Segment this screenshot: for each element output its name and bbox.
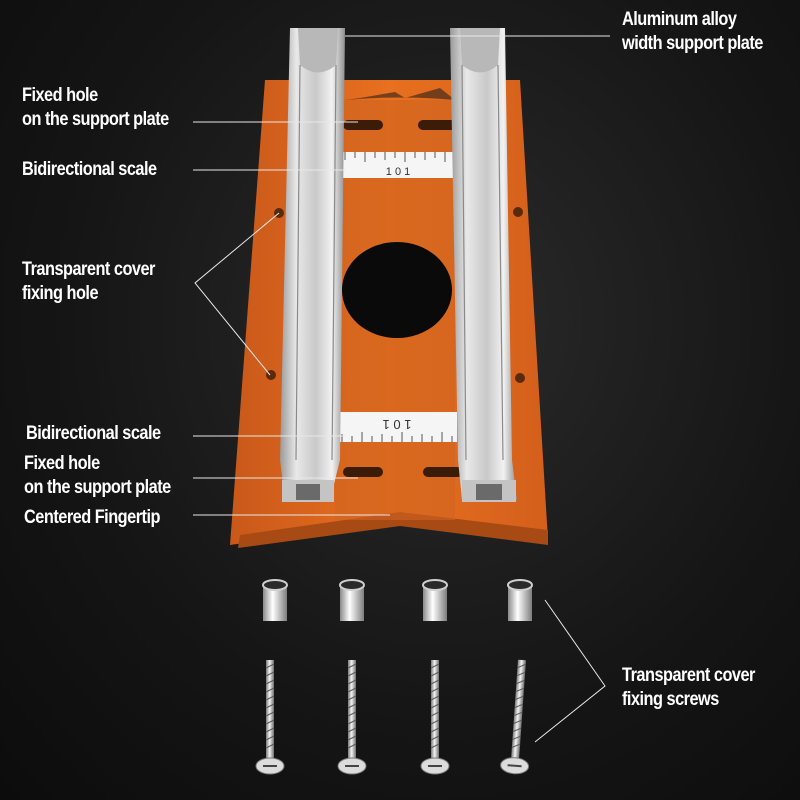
scale-bottom: 1 0 1	[337, 412, 457, 442]
callout-lines	[193, 35, 610, 743]
scale-top-text: 1 0 1	[386, 166, 410, 178]
label-line: Transparent cover	[22, 259, 155, 280]
fixed-hole-slot	[418, 120, 458, 130]
label-centered-fingertip: Centered Fingertip	[24, 506, 160, 530]
screws	[255, 659, 530, 775]
label-fixed-hole-top: Fixed hole on the support plate	[22, 84, 169, 132]
label-line: Fixed hole	[22, 85, 98, 106]
fixed-hole-slot	[423, 467, 463, 477]
label-line: Bidirectional scale	[22, 159, 157, 180]
sleeve	[262, 579, 288, 621]
label-transparent-cover-screws: Transparent cover fixing screws	[622, 664, 755, 712]
scale-top: 1 0 1	[340, 152, 455, 178]
rail-right	[450, 28, 517, 502]
sleeve	[507, 579, 533, 621]
cover-fixing-hole	[513, 207, 523, 217]
label-line: fixing screws	[622, 689, 719, 710]
callout-line-screws	[534, 599, 606, 743]
screw	[500, 659, 530, 775]
screw	[420, 660, 450, 775]
center-hole	[342, 242, 452, 338]
label-scale-top: Bidirectional scale	[22, 158, 157, 182]
fixed-hole-slot	[343, 467, 383, 477]
screw	[255, 660, 285, 775]
label-line: on the support plate	[24, 477, 171, 498]
label-line: width support plate	[622, 33, 763, 54]
rail-left	[280, 28, 345, 502]
label-transparent-cover-hole: Transparent cover fixing hole	[22, 258, 155, 306]
label-line: Aluminum alloy	[622, 9, 737, 30]
label-line: fixing hole	[22, 283, 99, 304]
label-scale-bottom: Bidirectional scale	[26, 422, 161, 446]
label-line: Transparent cover	[622, 665, 755, 686]
label-line: Fixed hole	[24, 453, 100, 474]
callout-line-transparent-hole	[194, 212, 280, 376]
label-fixed-hole-bottom: Fixed hole on the support plate	[24, 452, 171, 500]
sleeves	[262, 579, 533, 621]
sleeve	[339, 579, 365, 621]
label-line: on the support plate	[22, 109, 169, 130]
sleeve	[422, 579, 448, 621]
label-line: Bidirectional scale	[26, 423, 161, 444]
label-line: Centered Fingertip	[24, 507, 160, 528]
cover-fixing-hole	[515, 373, 525, 383]
screw	[337, 660, 367, 775]
scale-bottom-text: 1 0 1	[383, 417, 412, 432]
label-aluminum-plate: Aluminum alloy width support plate	[622, 8, 763, 56]
